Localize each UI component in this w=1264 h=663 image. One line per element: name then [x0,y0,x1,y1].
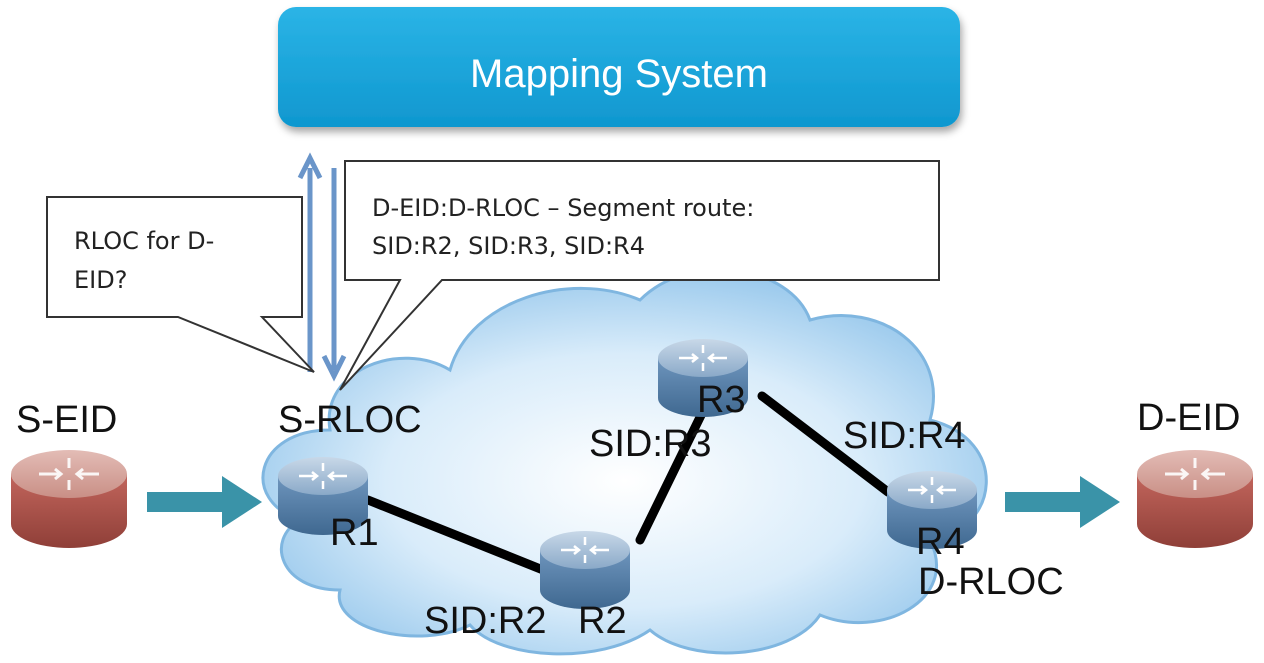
network-links [363,391,893,577]
mapping-system-label: Mapping System [470,52,768,96]
link-r3-r4 [757,391,893,497]
r1-name: R1 [330,512,379,554]
r4-name: R4 [916,521,965,563]
router-r1[interactable] [278,457,368,535]
link-r1-r2 [363,495,553,577]
mapping-system-box[interactable] [278,7,960,127]
reply-callout-line2: SID:R2, SID:R3, SID:R4 [372,232,645,260]
s-eid-label: S-EID [16,399,117,441]
r4-sid: SID:R4 [843,415,965,457]
flow-arrow-in [147,476,262,528]
network-cloud [261,268,988,656]
r2-sid: SID:R2 [424,600,546,642]
query-callout-line1: RLOC for D- [74,227,214,255]
d-rloc-label: D-RLOC [918,561,1064,603]
router-icon[interactable] [11,450,127,548]
reply-callout-line1: D-EID:D-RLOC – Segment route: [372,194,754,222]
reply-callout [339,160,940,391]
flow-arrow-out [1005,476,1120,528]
d-eid-label: D-EID [1137,397,1240,439]
r3-sid: SID:R3 [589,423,711,465]
router-r4[interactable] [887,471,977,549]
router-r3[interactable] [658,339,748,417]
router-r2[interactable] [540,531,630,609]
query-callout [46,196,315,373]
s-rloc-label: S-RLOC [278,399,422,441]
r2-name: R2 [578,600,627,642]
r3-name: R3 [697,379,746,421]
router-icon[interactable] [1137,450,1253,548]
query-reply-arrows [297,152,347,382]
query-callout-line2: EID? [74,266,127,294]
link-r2-r3 [635,400,711,545]
